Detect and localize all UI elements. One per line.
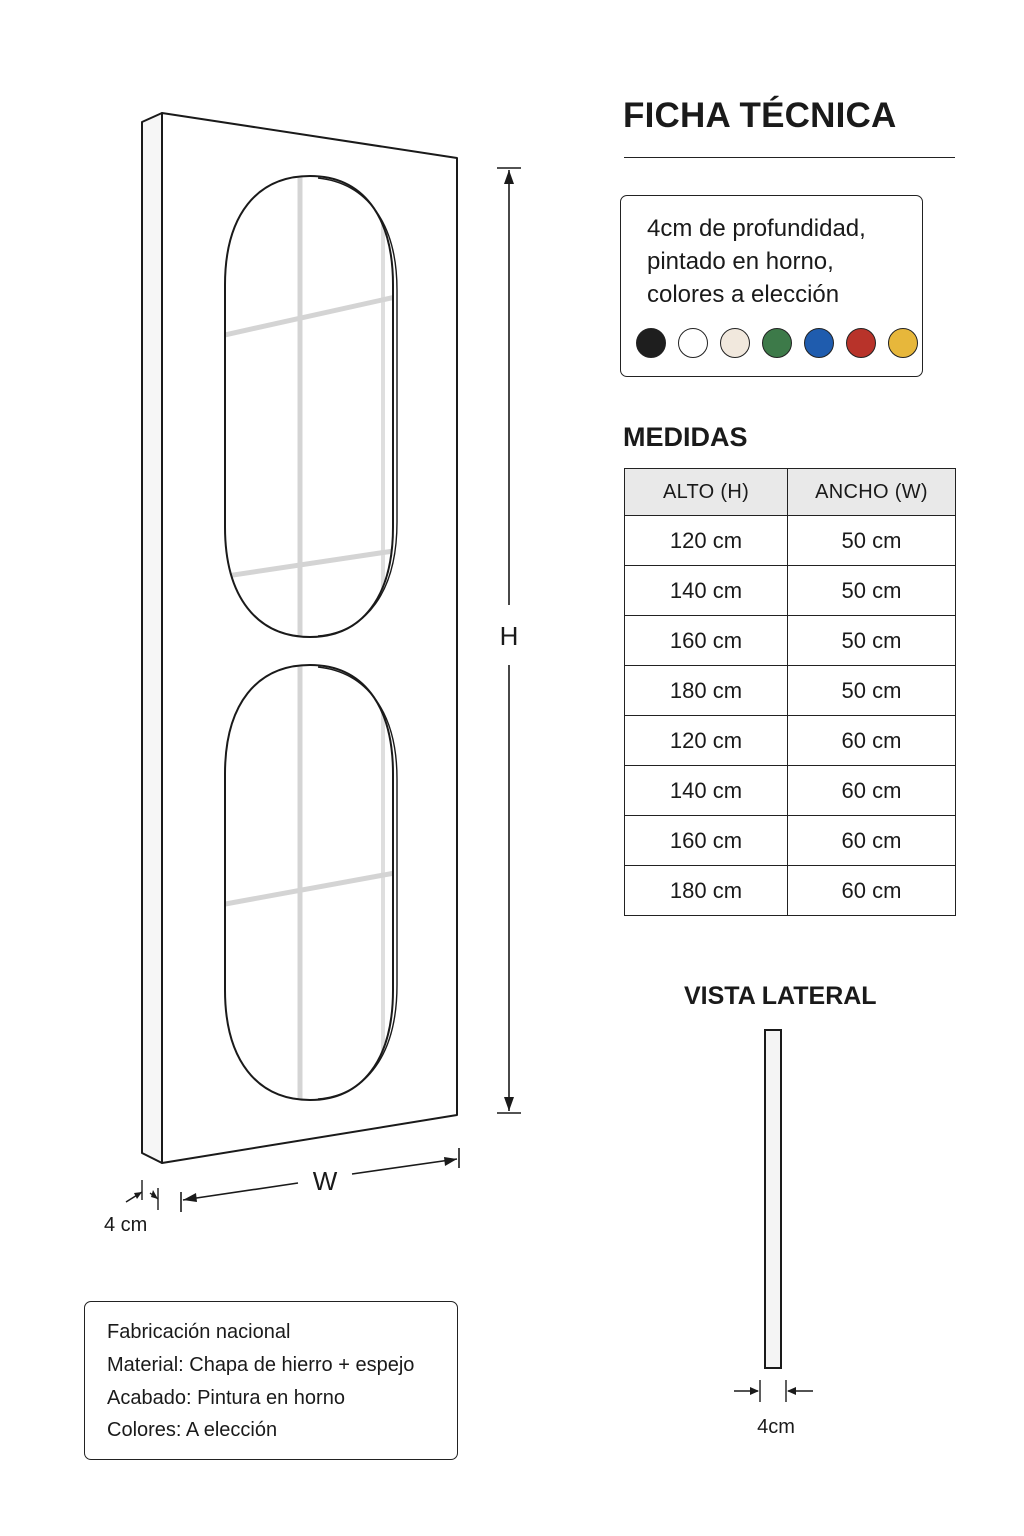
depth-label: 4 cm bbox=[104, 1214, 147, 1236]
depth-dimension bbox=[125, 1180, 159, 1210]
spec-line-colors: colores a elección bbox=[647, 281, 840, 308]
cell-ancho: 60 cm bbox=[787, 815, 956, 866]
info-line-material: Material: Chapa de hierro + espejo bbox=[107, 1354, 415, 1376]
medidas-title: MEDIDAS bbox=[623, 422, 748, 452]
cell-alto: 180 cm bbox=[624, 865, 788, 916]
page-title: FICHA TÉCNICA bbox=[623, 96, 897, 135]
mirror-drawing: H W 4 cm bbox=[104, 112, 521, 1236]
header-ancho: ANCHO (W) bbox=[787, 468, 956, 516]
lateral-depth-label: 4cm bbox=[757, 1416, 795, 1438]
width-dimension bbox=[180, 1148, 460, 1212]
cell-ancho: 50 cm bbox=[787, 665, 956, 716]
swatch-blue bbox=[804, 328, 834, 358]
cell-alto: 140 cm bbox=[624, 565, 788, 616]
cell-ancho: 60 cm bbox=[787, 865, 956, 916]
panel-side-edge bbox=[141, 112, 163, 1164]
cell-ancho: 50 cm bbox=[787, 615, 956, 666]
cell-alto: 120 cm bbox=[624, 715, 788, 766]
cell-alto: 140 cm bbox=[624, 765, 788, 816]
cell-ancho: 60 cm bbox=[787, 715, 956, 766]
table-header-row: ALTO (H) ANCHO (W) bbox=[624, 468, 956, 516]
swatch-white bbox=[678, 328, 708, 358]
lateral-profile bbox=[764, 1029, 782, 1369]
swatch-green bbox=[762, 328, 792, 358]
swatch-black bbox=[636, 328, 666, 358]
header-alto: ALTO (H) bbox=[624, 468, 788, 516]
height-dimension bbox=[497, 167, 521, 1114]
width-label: W bbox=[313, 1166, 338, 1196]
title-divider bbox=[624, 157, 955, 158]
lateral-view-title: VISTA LATERAL bbox=[684, 982, 877, 1010]
lateral-depth-dimension bbox=[734, 1380, 813, 1402]
swatch-yellow bbox=[888, 328, 918, 358]
spec-box: 4cm de profundidad, pintado en horno, co… bbox=[620, 195, 923, 377]
swatch-cream bbox=[720, 328, 750, 358]
cell-ancho: 50 cm bbox=[787, 515, 956, 566]
info-box: Fabricación nacional Material: Chapa de … bbox=[84, 1301, 458, 1460]
cell-ancho: 50 cm bbox=[787, 565, 956, 616]
cell-alto: 120 cm bbox=[624, 515, 788, 566]
swatch-red bbox=[846, 328, 876, 358]
info-line-colors: Colores: A elección bbox=[107, 1419, 278, 1441]
cell-alto: 160 cm bbox=[624, 815, 788, 866]
cell-alto: 180 cm bbox=[624, 665, 788, 716]
info-line-origin: Fabricación nacional bbox=[107, 1321, 291, 1343]
mirror-top bbox=[224, 174, 398, 639]
cell-alto: 160 cm bbox=[624, 615, 788, 666]
info-line-finish: Acabado: Pintura en horno bbox=[107, 1387, 345, 1409]
mirror-bottom bbox=[224, 663, 398, 1102]
spec-line-finish: pintado en horno, bbox=[647, 248, 834, 275]
cell-ancho: 60 cm bbox=[787, 765, 956, 816]
spec-line-depth: 4cm de profundidad, bbox=[647, 215, 866, 242]
height-label: H bbox=[500, 621, 519, 651]
lateral-view-drawing: 4cm bbox=[734, 1029, 813, 1438]
